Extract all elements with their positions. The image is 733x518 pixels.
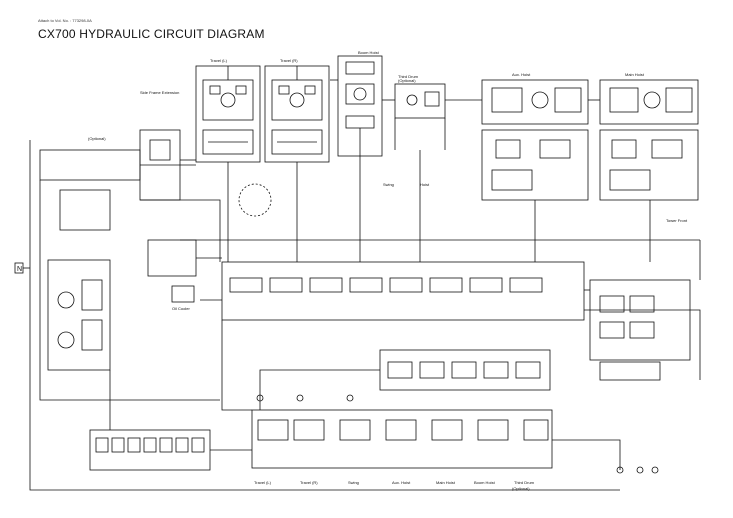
bottom-label-main-hoist: Main Hoist: [436, 480, 456, 485]
reference-markers: [256, 394, 659, 474]
travel-left-motor-block: [195, 65, 261, 163]
swing-joint-circle: [238, 183, 272, 217]
label-tower-front: Tower Front: [666, 218, 688, 223]
main-control-valve-bank: [221, 261, 585, 321]
solenoid-manifold: [89, 429, 211, 471]
main-hoist-block: [599, 79, 699, 201]
svg-text:N: N: [17, 266, 22, 273]
travel-right-motor-block: [264, 65, 330, 163]
bottom-label-third-drum: Third Drum: [514, 480, 535, 485]
right-valve-group: [589, 279, 691, 381]
attachment-reference: Attach to Vol. No. : 773298-0A: [38, 18, 92, 23]
third-drum-block: [394, 83, 446, 150]
label-optional: (Optional): [88, 136, 106, 141]
boom-hoist-block: [337, 55, 383, 157]
label-main-hoist: Main Hoist: [625, 72, 645, 77]
label-boom-hoist: Boom Hoist: [358, 50, 380, 55]
bottom-label-aux-hoist: Aux. Hoist: [392, 480, 411, 485]
label-swing: Swing: [383, 182, 394, 187]
bottom-label-boom-hoist: Boom Hoist: [474, 480, 496, 485]
left-pump-area: [39, 129, 197, 371]
label-third-drum-optional: (Optional): [398, 78, 416, 83]
label-travel-left: Travel (L): [210, 58, 228, 63]
label-side-frame-extension: Side Frame Extension: [140, 90, 179, 95]
label-aux-hoist: Aux. Hoist: [512, 72, 531, 77]
main-piping-lines: [18, 79, 701, 491]
bottom-label-swing: Swing: [348, 480, 359, 485]
pilot-valve-row: [379, 349, 551, 391]
label-travel-right: Travel (R): [280, 58, 298, 63]
bottom-label-travel-right: Travel (R): [300, 480, 318, 485]
n-marker: N: [14, 262, 24, 274]
diagram-title: CX700 HYDRAULIC CIRCUIT DIAGRAM: [38, 27, 265, 41]
label-oil-cooler: Oil Cooler: [172, 306, 190, 311]
label-hoist: Hoist: [420, 182, 430, 187]
bottom-label-optional: (Optional): [512, 486, 530, 491]
label-third-drum: Third Drum: [398, 74, 419, 79]
remote-control-valves: [251, 409, 553, 469]
aux-hoist-block: [481, 79, 589, 201]
bottom-label-travel-left: Travel (L): [254, 480, 272, 485]
